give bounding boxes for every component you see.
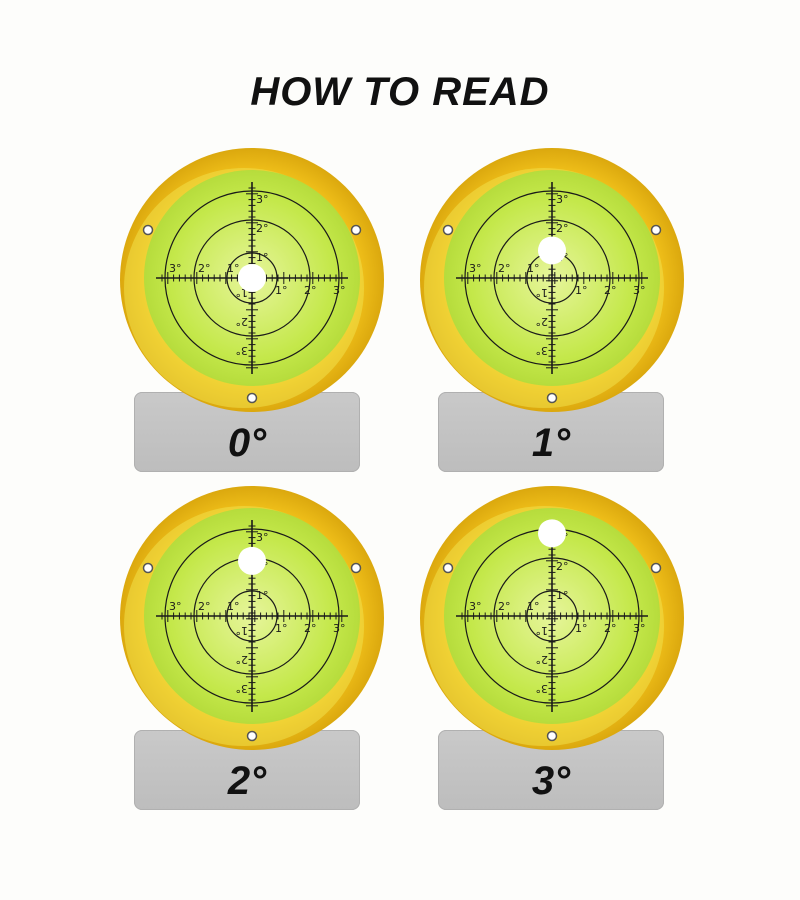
ring-label: 3° xyxy=(536,682,549,695)
ring-label: 1° xyxy=(575,284,588,297)
scale-group: 1°1°1°1°2°2°2°2°3°3°3°3° xyxy=(156,182,348,374)
ring-label: 3° xyxy=(169,600,182,613)
ring-label: 1° xyxy=(556,589,569,602)
bubble-highlight xyxy=(239,547,259,568)
ring-label: 3° xyxy=(333,284,346,297)
reading-plate-1: 1° xyxy=(438,392,664,472)
mounting-hole-icon xyxy=(350,562,362,574)
scale-group: 1°1°1°1°2°2°2°2°3°3°3°3° xyxy=(156,520,348,712)
reading-label-1: 1° xyxy=(531,421,571,465)
ring-label: 1° xyxy=(527,262,540,275)
ring-label: 3° xyxy=(236,682,249,695)
ring-label: 3° xyxy=(633,622,646,635)
mounting-hole-icon xyxy=(546,392,558,404)
ring-label: 1° xyxy=(536,624,549,637)
bubble-level-graphic: 1°1°1°1°2°2°2°2°3°3°3°3° xyxy=(120,148,384,412)
ring-label: 2° xyxy=(256,222,269,235)
bubble-level-1: 1°1°1°1°2°2°2°2°3°3°3°3° xyxy=(382,110,722,450)
bubble-level-graphic: 1°1°1°1°2°2°2°2°3°3°3°3° xyxy=(120,486,384,750)
scale-group: 1°1°1°1°2°2°2°2°3°3°3°3° xyxy=(456,182,648,374)
bubble-highlight xyxy=(539,520,559,541)
mounting-hole-icon xyxy=(442,224,454,236)
reading-label-2: 2° xyxy=(227,759,267,803)
ring-label: 1° xyxy=(227,262,240,275)
ring-label: 2° xyxy=(304,284,317,297)
ring-label: 2° xyxy=(604,284,617,297)
ring-label: 2° xyxy=(236,315,249,328)
ring-label: 3° xyxy=(633,284,646,297)
ring-label: 3° xyxy=(469,262,482,275)
ring-label: 2° xyxy=(498,262,511,275)
bubble-level-0: 1°1°1°1°2°2°2°2°3°3°3°3° xyxy=(82,110,422,450)
mounting-hole-icon xyxy=(546,730,558,742)
ring-label: 1° xyxy=(227,600,240,613)
scale-group: 1°1°1°1°2°2°2°2°3°3°3°3° xyxy=(456,519,648,712)
ring-label: 1° xyxy=(575,622,588,635)
ring-label: 1° xyxy=(275,284,288,297)
ring-label: 2° xyxy=(498,600,511,613)
bubble-highlight xyxy=(539,237,559,258)
ring-label: 3° xyxy=(256,193,269,206)
ring-label: 1° xyxy=(536,286,549,299)
mounting-hole-icon xyxy=(650,224,662,236)
bubble-highlight xyxy=(239,265,259,285)
bubble-level-graphic: 1°1°1°1°2°2°2°2°3°3°3°3° xyxy=(420,486,684,750)
mounting-hole-icon xyxy=(142,224,154,236)
ring-label: 3° xyxy=(556,193,569,206)
ring-label: 3° xyxy=(256,531,269,544)
ring-label: 3° xyxy=(236,344,249,357)
mounting-hole-icon xyxy=(142,562,154,574)
ring-label: 2° xyxy=(556,560,569,573)
ring-label: 1° xyxy=(236,624,249,637)
ring-label: 1° xyxy=(527,600,540,613)
ring-label: 2° xyxy=(604,622,617,635)
ring-label: 2° xyxy=(304,622,317,635)
mounting-hole-icon xyxy=(350,224,362,236)
ring-label: 2° xyxy=(536,653,549,666)
ring-label: 3° xyxy=(536,344,549,357)
ring-label: 3° xyxy=(169,262,182,275)
ring-label: 1° xyxy=(256,251,269,264)
ring-label: 1° xyxy=(275,622,288,635)
ring-label: 1° xyxy=(256,589,269,602)
reading-label-3: 3° xyxy=(531,759,571,803)
mounting-hole-icon xyxy=(650,562,662,574)
ring-label: 2° xyxy=(536,315,549,328)
bubble-level-graphic: 1°1°1°1°2°2°2°2°3°3°3°3° xyxy=(420,148,684,412)
ring-label: 2° xyxy=(556,222,569,235)
mounting-hole-icon xyxy=(246,392,258,404)
ring-label: 2° xyxy=(236,653,249,666)
page-title: HOW TO READ xyxy=(250,70,550,114)
ring-label: 3° xyxy=(469,600,482,613)
ring-label: 3° xyxy=(333,622,346,635)
ring-label: 2° xyxy=(198,262,211,275)
bubble-level-2: 1°1°1°1°2°2°2°2°3°3°3°3° xyxy=(82,448,422,788)
reading-label-0: 0° xyxy=(227,421,267,465)
mounting-hole-icon xyxy=(246,730,258,742)
bubble-level-3: 1°1°1°1°2°2°2°2°3°3°3°3° xyxy=(382,448,722,788)
ring-label: 2° xyxy=(198,600,211,613)
mounting-hole-icon xyxy=(442,562,454,574)
